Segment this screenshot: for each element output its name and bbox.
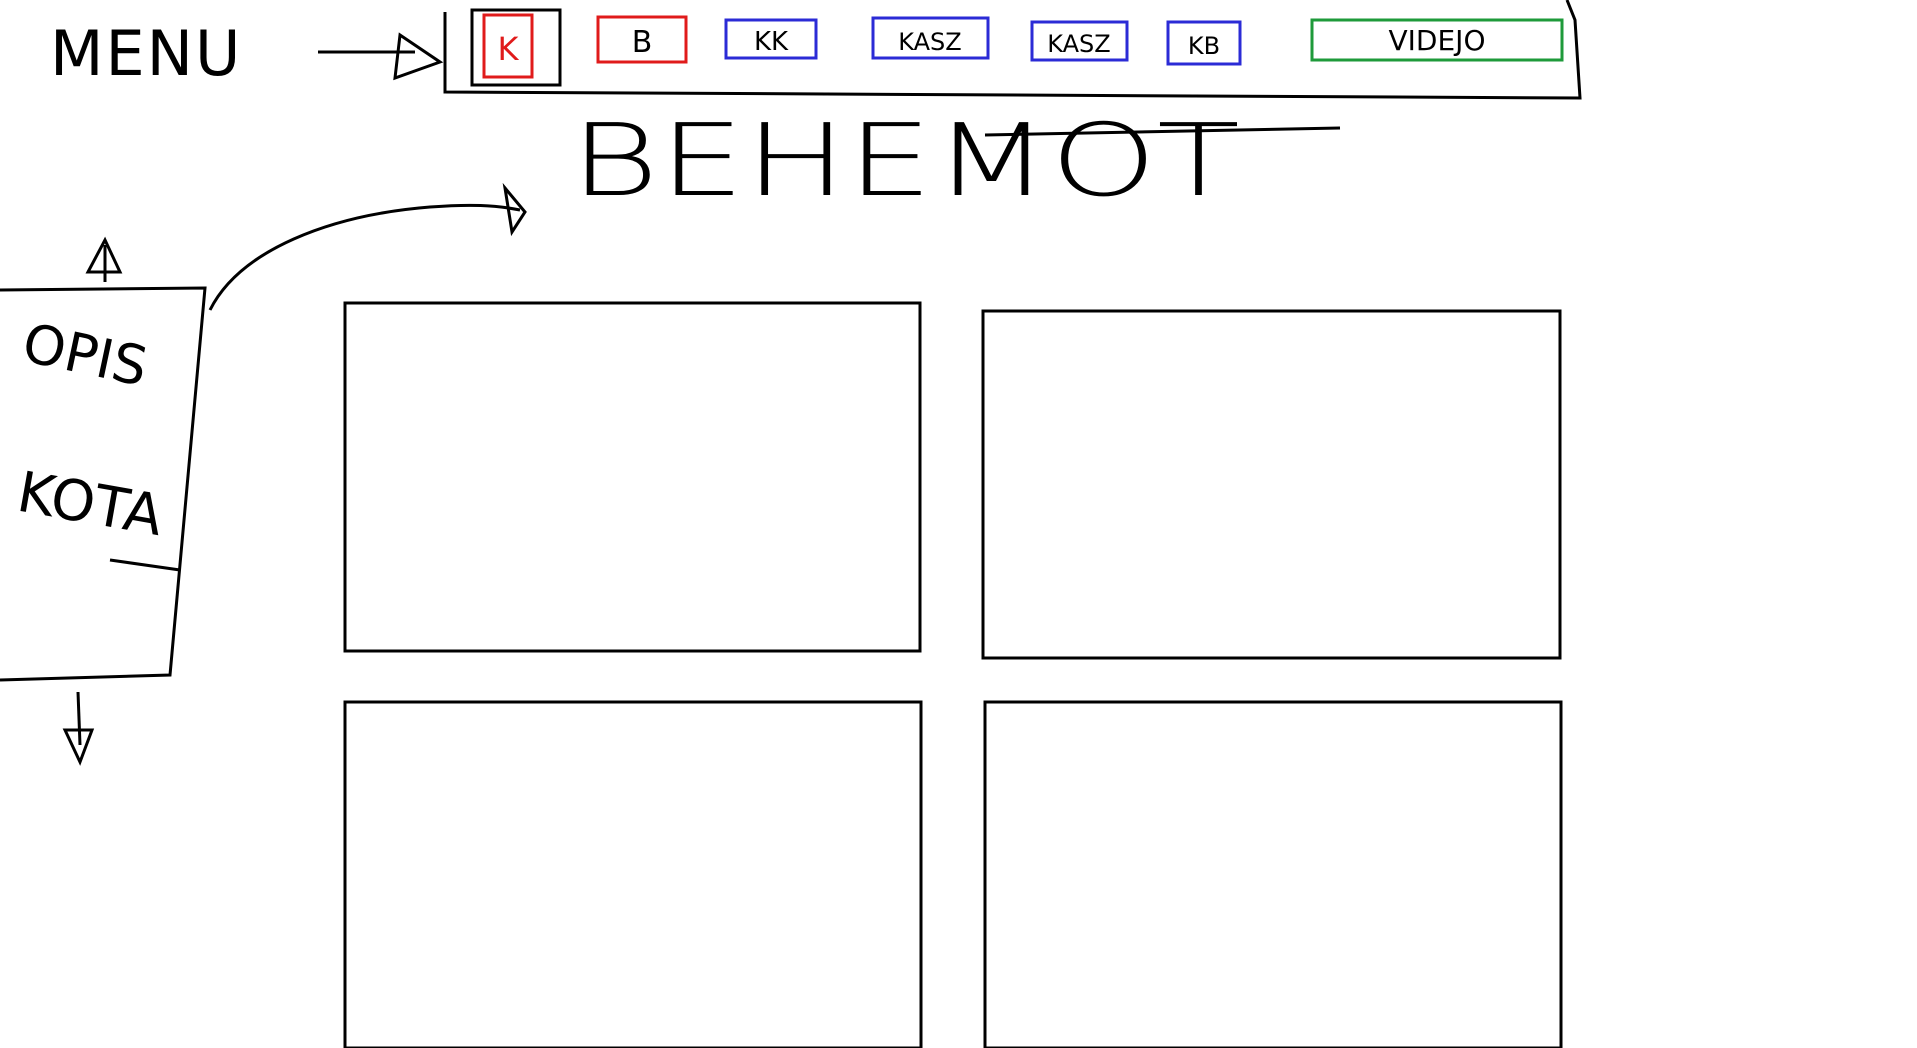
nav-item-k-label: K xyxy=(498,30,520,68)
nav-item-videjo[interactable]: VIDEJO xyxy=(1310,18,1564,62)
nav-item-b[interactable]: B xyxy=(596,15,688,64)
nav-item-kasz-1-label: KASZ xyxy=(898,28,961,56)
nav-item-kk-label: KK xyxy=(754,27,789,57)
nav-item-kk[interactable]: KK xyxy=(724,18,818,60)
nav-item-kasz-2[interactable]: KASZ xyxy=(1030,20,1129,62)
nav-bar xyxy=(443,0,1582,100)
curved-arrow-icon xyxy=(208,182,527,311)
nav-item-videjo-label: VIDEJO xyxy=(1389,24,1486,57)
content-panel-4[interactable] xyxy=(983,700,1563,1048)
content-panel-3[interactable] xyxy=(343,700,923,1048)
title-underline xyxy=(984,126,1341,137)
nav-item-b-label: B xyxy=(632,25,653,60)
menu-arrow-icon xyxy=(318,32,444,81)
page-title: BEHEMOT xyxy=(570,102,1240,219)
content-panel-2[interactable] xyxy=(981,309,1562,660)
menu-label: MENU xyxy=(50,17,242,90)
nav-item-kasz-2-label: KASZ xyxy=(1047,30,1110,58)
sidebar-line2: KOTA xyxy=(13,460,168,549)
nav-item-kasz-1[interactable]: KASZ xyxy=(871,16,990,60)
nav-item-k[interactable]: K xyxy=(470,8,562,87)
scroll-down-icon[interactable] xyxy=(62,691,95,766)
sidebar-line1: OPIS xyxy=(17,311,153,399)
scroll-up-icon[interactable] xyxy=(85,236,123,282)
nav-item-kb[interactable]: KB xyxy=(1166,20,1242,66)
nav-item-kb-label: KB xyxy=(1188,32,1220,60)
sidebar-panel[interactable]: OPIS KOTA xyxy=(0,286,207,682)
content-panel-1[interactable] xyxy=(343,301,922,653)
